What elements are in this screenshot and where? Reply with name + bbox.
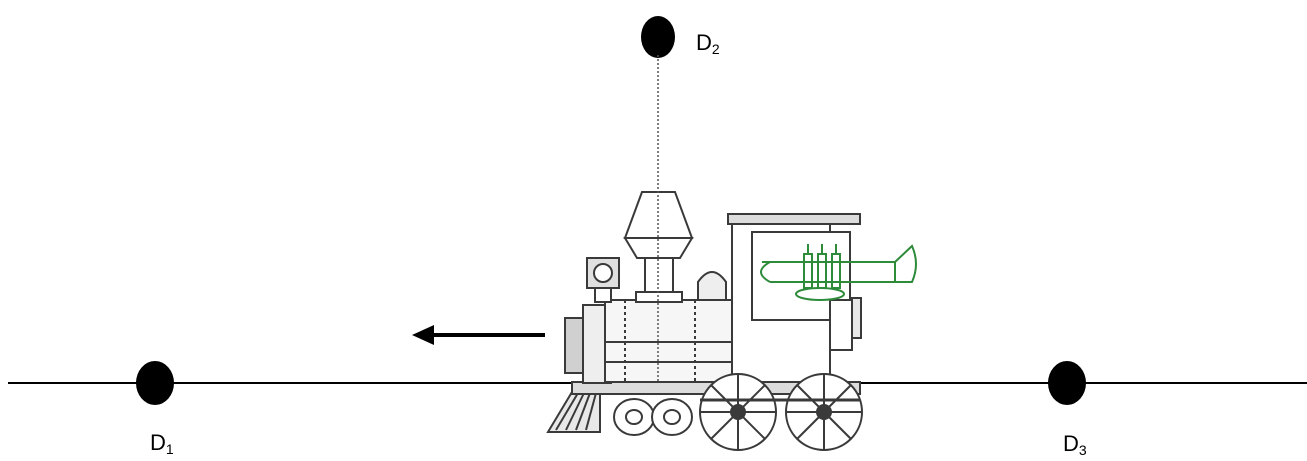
detector-d3-label-main: D: [1063, 431, 1079, 456]
detector-d2-label-main: D: [696, 30, 712, 55]
detector-d1-label-sub: 1: [165, 441, 174, 457]
trumpet-icon: [760, 244, 917, 301]
detector-d2-label: D2: [696, 30, 720, 57]
steam-locomotive-icon: [546, 55, 863, 451]
detector-d2-label-sub: 2: [711, 41, 720, 57]
detector-d2-dot: [641, 16, 675, 58]
detector-d1-label: D1: [150, 430, 174, 457]
detector-d3-label-sub: 3: [1078, 442, 1087, 458]
arrow-left-icon: [412, 325, 545, 345]
detector-d3-dot: [1048, 361, 1086, 405]
detector-d1-dot: [136, 361, 174, 405]
detector-d3-label: D3: [1063, 431, 1087, 458]
detector-d1-label-main: D: [150, 430, 166, 455]
